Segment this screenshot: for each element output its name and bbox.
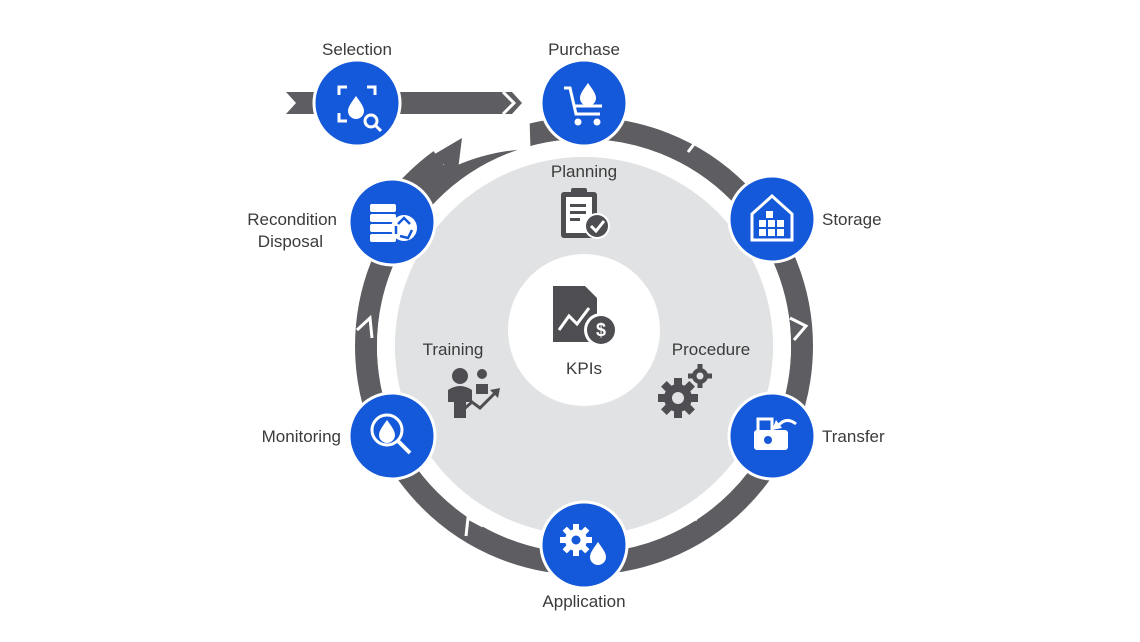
stage-storage[interactable] (727, 174, 817, 264)
stage-label-application: Application (542, 592, 625, 611)
barrels-recycle-icon (370, 204, 417, 242)
stage-recondition-disposal[interactable] (347, 177, 437, 267)
transfer-tank-icon (754, 417, 797, 450)
cart-droplet-icon (564, 83, 602, 126)
svg-text:$: $ (596, 320, 606, 340)
stage-label-transfer: Transfer (822, 427, 885, 446)
stage-label-storage: Storage (822, 210, 882, 229)
clipboard-check-icon (561, 188, 610, 239)
ring-gap-top-left (444, 119, 531, 166)
stage-selection[interactable] (312, 58, 402, 148)
stage-label-purchase: Purchase (548, 40, 620, 59)
return-arrowhead (428, 138, 462, 170)
stage-purchase[interactable] (539, 58, 629, 148)
stage-transfer[interactable] (727, 391, 817, 481)
droplet-magnifier-icon (370, 413, 412, 455)
planning-label: Planning (551, 162, 617, 181)
stage-label-recondition: Recondition (247, 210, 337, 229)
gear-droplet-icon (560, 524, 606, 565)
droplet-search-icon (337, 85, 383, 133)
stage-monitoring[interactable] (347, 391, 437, 481)
stage-label-disposal: Disposal (258, 232, 323, 251)
training-label: Training (423, 340, 484, 359)
stage-label-selection: Selection (322, 40, 392, 59)
stage-label-monitoring: Monitoring (262, 427, 341, 446)
trainer-chart-icon (448, 368, 500, 418)
entry-chevron (501, 90, 517, 116)
kpis-label: KPIs (566, 359, 602, 378)
ring-chevrons (355, 128, 809, 537)
procedure-label: Procedure (672, 340, 750, 359)
stage-application[interactable] (539, 500, 629, 590)
warehouse-icon (750, 193, 794, 242)
report-dollar-icon: $ (553, 286, 618, 347)
